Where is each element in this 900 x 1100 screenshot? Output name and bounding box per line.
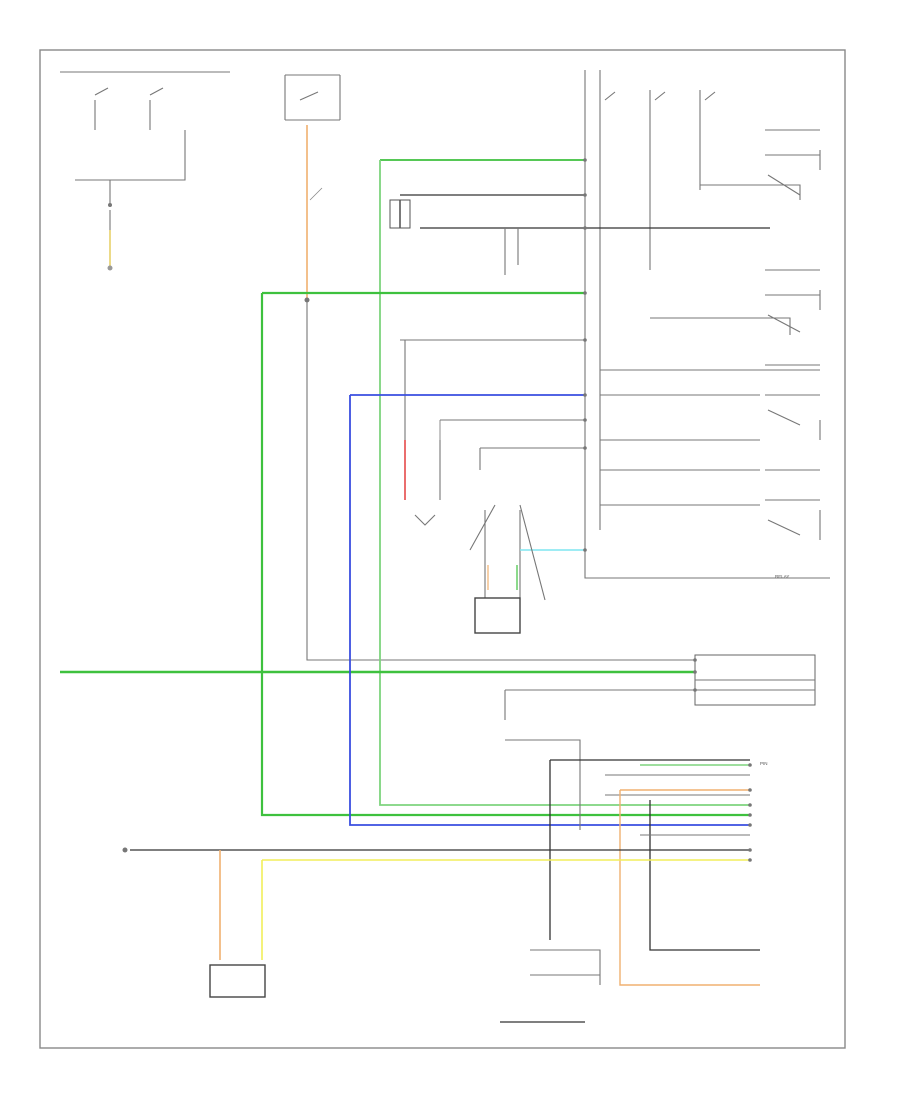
blower-motor-box xyxy=(474,597,521,634)
sensor-box xyxy=(209,964,266,998)
fuse-block-group xyxy=(284,74,341,303)
connector-dots xyxy=(583,158,752,862)
relay-center-group: RELAY xyxy=(584,70,830,579)
svg-text:PIN: PIN xyxy=(760,761,768,766)
ground-group xyxy=(500,890,601,1023)
compressor-wiring xyxy=(389,194,770,526)
svg-text:RELAY: RELAY xyxy=(775,574,789,579)
lower-sensor-group xyxy=(122,847,750,998)
stop-lamp-switch-group xyxy=(60,71,230,271)
blue-wire xyxy=(349,394,750,826)
ac-control-connector: PIN xyxy=(504,654,816,986)
green-wires xyxy=(60,159,750,817)
gray-bus-wire xyxy=(306,300,695,661)
diagram-border xyxy=(39,49,846,1049)
blower-motor-group xyxy=(469,504,585,634)
